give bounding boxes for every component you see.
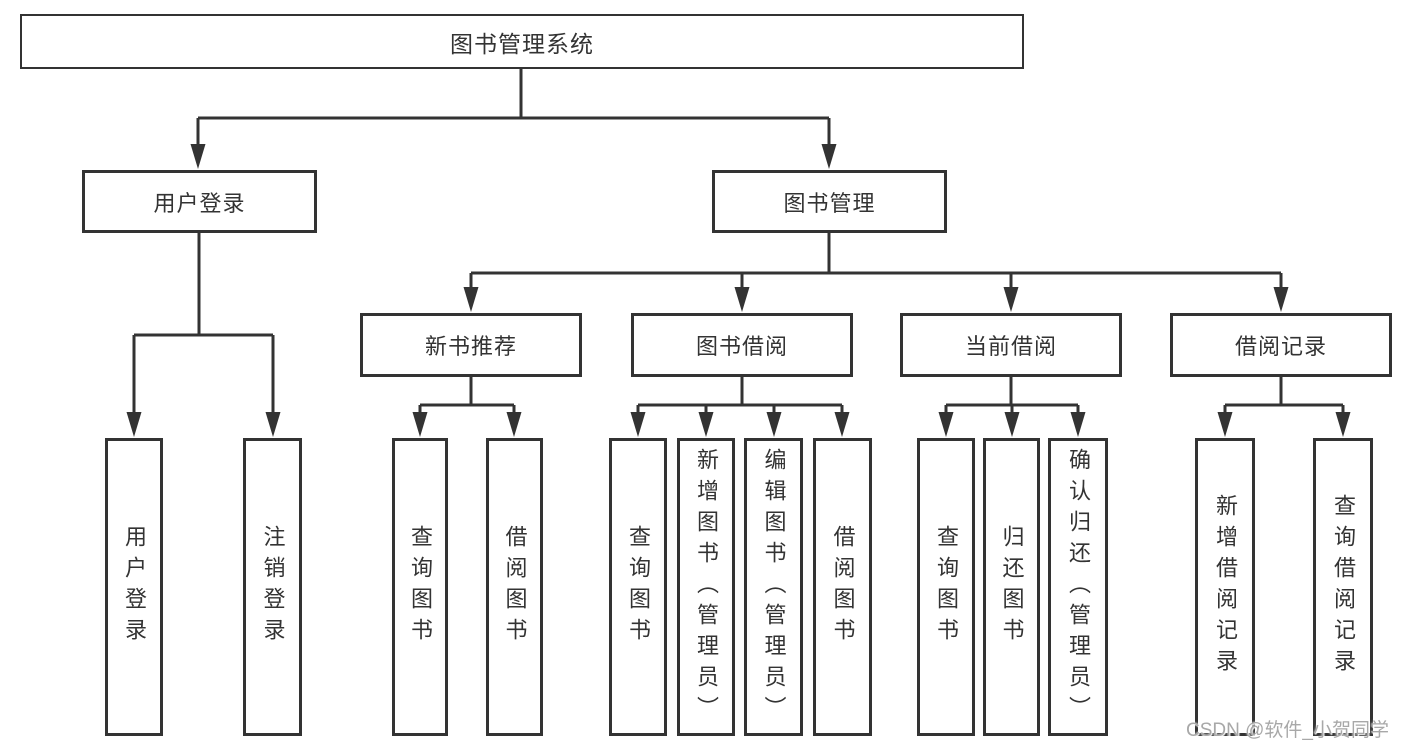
leaf-label: 新增借阅记录 — [1213, 494, 1238, 680]
node-root: 图书管理系统 — [20, 14, 1024, 69]
arrowhead — [630, 412, 646, 437]
node-current-borrow: 当前借阅 — [900, 313, 1122, 377]
arrowhead — [834, 412, 850, 437]
leaf-label: 用户登录 — [122, 525, 147, 649]
node-label: 新书推荐 — [424, 334, 517, 359]
node-borrow-records: 借阅记录 — [1170, 313, 1392, 377]
node-label: 图书管理 — [783, 190, 876, 216]
arrowhead — [265, 412, 281, 437]
arrowhead — [190, 144, 206, 169]
arrowhead — [1273, 287, 1289, 312]
leaf-user-login: 用户登录 — [105, 438, 163, 736]
arrowhead — [412, 412, 428, 437]
leaf-label: 归还图书 — [999, 525, 1025, 649]
arrowhead — [698, 412, 714, 437]
arrowhead — [1003, 287, 1019, 312]
arrowhead — [1335, 412, 1351, 437]
arrowhead — [126, 412, 142, 437]
arrowhead — [734, 287, 750, 312]
node-book-borrow: 图书借阅 — [631, 313, 853, 377]
leaf-query-books-current: 查询图书 — [917, 438, 975, 736]
leaf-label: 查询图书 — [934, 525, 959, 649]
leaf-query-books-borrow: 查询图书 — [609, 438, 667, 736]
watermark: CSDN @软件_小贺同学 — [1186, 720, 1389, 741]
node-book-management: 图书管理 — [712, 170, 947, 233]
leaf-edit-book-admin: 编辑图书（管理员） — [744, 438, 803, 736]
leaf-label: 新增图书（管理员） — [694, 447, 719, 727]
leaf-add-borrow-record: 新增借阅记录 — [1195, 438, 1255, 736]
arrowhead — [506, 412, 522, 437]
arrowhead — [766, 412, 782, 437]
node-new-book-recommend: 新书推荐 — [360, 313, 582, 377]
leaf-return-book: 归还图书 — [983, 438, 1040, 736]
leaf-label: 借阅图书 — [830, 525, 856, 649]
arrowhead — [1217, 412, 1233, 437]
node-label: 当前借阅 — [964, 334, 1057, 359]
leaf-query-borrow-record: 查询借阅记录 — [1313, 438, 1373, 736]
leaf-label: 查询图书 — [626, 525, 651, 649]
leaf-confirm-return-admin: 确认归还（管理员） — [1048, 438, 1108, 736]
arrowhead — [463, 287, 479, 312]
node-label: 图书管理系统 — [450, 30, 594, 57]
leaf-borrow-books: 借阅图书 — [813, 438, 872, 736]
leaf-borrow-books-recommend: 借阅图书 — [486, 438, 543, 736]
node-label: 用户登录 — [153, 190, 246, 216]
node-label: 借阅记录 — [1234, 334, 1327, 359]
leaf-add-book-admin: 新增图书（管理员） — [677, 438, 735, 736]
arrowhead — [938, 412, 954, 437]
leaf-query-books-recommend: 查询图书 — [392, 438, 448, 736]
arrowhead — [1004, 412, 1020, 437]
leaf-label: 查询图书 — [408, 525, 433, 649]
leaf-logout: 注销登录 — [243, 438, 302, 736]
leaf-label: 注销登录 — [260, 525, 286, 649]
leaf-label: 查询借阅记录 — [1331, 494, 1356, 680]
leaf-label: 借阅图书 — [502, 525, 528, 649]
arrowhead — [1070, 412, 1086, 437]
node-user-login: 用户登录 — [82, 170, 317, 233]
arrowhead — [821, 144, 837, 169]
leaf-label: 编辑图书（管理员） — [761, 447, 787, 727]
leaf-label: 确认归还（管理员） — [1066, 447, 1091, 727]
node-label: 图书借阅 — [695, 334, 788, 359]
